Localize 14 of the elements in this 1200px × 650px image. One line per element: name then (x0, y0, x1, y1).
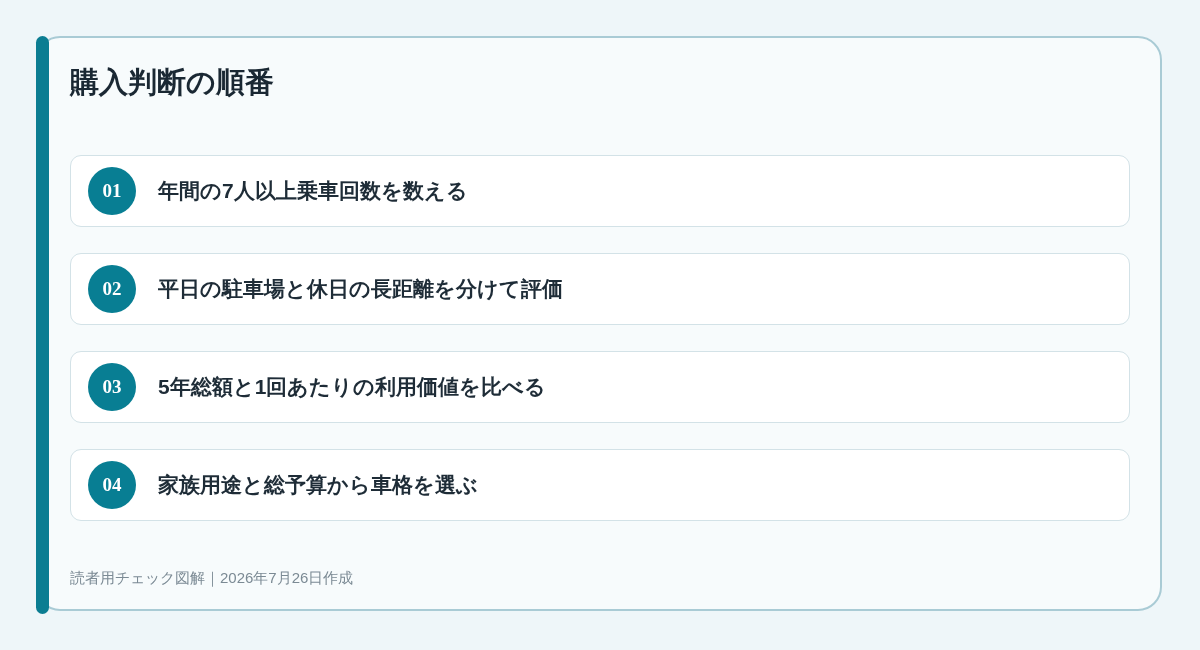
step-text: 平日の駐車場と休日の長距離を分けて評価 (158, 276, 563, 302)
step-number: 03 (88, 363, 136, 411)
step-row (70, 253, 1130, 325)
step-number: 04 (88, 461, 136, 509)
title: 購入判断の順番 (70, 65, 274, 100)
step-number: 02 (88, 265, 136, 313)
step-text: 家族用途と総予算から車格を選ぶ (158, 472, 478, 498)
step-text: 年間の7人以上乗車回数を数える (158, 178, 468, 204)
step-text: 5年総額と1回あたりの利用価値を比べる (158, 374, 547, 401)
step-row (70, 155, 1130, 227)
step-number: 01 (88, 167, 136, 215)
step-row (70, 351, 1130, 423)
caption: 読者用チェック図解｜2026年7月26日作成 (70, 568, 354, 589)
step-row (70, 449, 1130, 521)
